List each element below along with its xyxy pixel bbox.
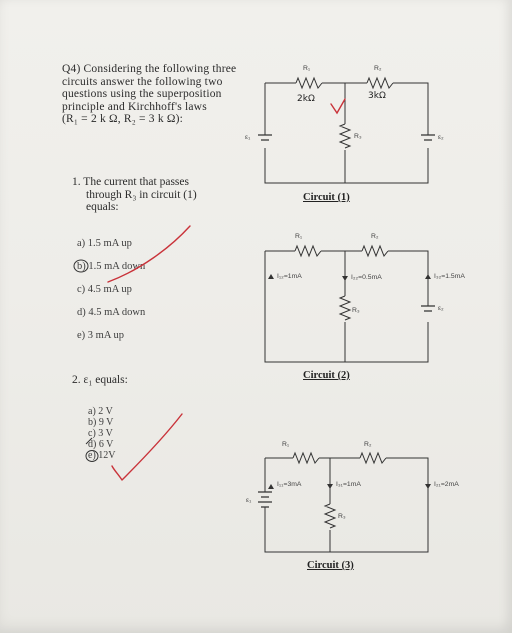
q1-option-c[interactable]: c) 4.5 mA up — [77, 284, 132, 295]
c2-r2-label: R₂ — [371, 233, 379, 240]
c1-r1-label: R₁ — [303, 65, 311, 72]
arrow-down-icon — [425, 484, 431, 489]
resistor-r3 — [338, 123, 352, 149]
battery-e1 — [258, 491, 272, 508]
c2-current-3: I₃₂=1.5mA — [434, 273, 465, 280]
circuit-3-title: Circuit (3) — [307, 560, 354, 571]
c1-e2-label: ε₂ — [438, 134, 444, 141]
battery-e2 — [421, 305, 435, 312]
c3-current-1: I₁₁=3mA — [277, 481, 302, 488]
q1-option-a[interactable]: a) 1.5 mA up — [77, 238, 132, 249]
question-1: 1. The current that passes through R₃ in… — [72, 176, 242, 214]
circuit-3-wires — [264, 457, 429, 553]
c2-r3-label: R₃ — [352, 307, 360, 314]
heading-line: (R₁ = 2 k Ω, R₂ = 3 k Ω): — [62, 113, 184, 125]
circled-option-e — [85, 450, 99, 462]
heading-line: circuits answer the following two — [62, 75, 223, 88]
c2-r1-label: R₁ — [295, 233, 303, 240]
answer-circles — [73, 259, 99, 462]
circuit-2-wires — [264, 250, 429, 363]
q1-line: 1. The current that passes — [72, 176, 189, 188]
circuit-3 — [258, 451, 429, 553]
c3-current-2: I₃₁=1mA — [336, 481, 361, 488]
c3-current-3: I₂₁=2mA — [434, 481, 459, 488]
c1-r2-label: R₂ — [374, 65, 382, 72]
c2-current-1: I₁₂=1mA — [277, 273, 302, 280]
resistor-r1 — [295, 76, 323, 90]
arrow-up-icon — [425, 274, 431, 279]
c3-r2-label: R₂ — [364, 441, 372, 448]
q2-option-a[interactable]: a) 2 V — [88, 406, 113, 417]
c1-note-r1: 2kΩ — [297, 94, 315, 104]
resistor-r3 — [323, 503, 337, 529]
circuit-1-title: Circuit (1) — [303, 192, 350, 203]
c2-e2-label: ε₂ — [438, 305, 444, 312]
resistor-r3 — [338, 295, 352, 321]
c3-r1-label: R₁ — [282, 441, 290, 448]
arrow-up-icon — [268, 484, 274, 489]
battery-e1 — [258, 134, 272, 141]
circuit-1 — [258, 76, 435, 184]
q1-line: through R₃ in circuit (1) — [86, 188, 197, 201]
arrow-up-icon — [268, 274, 274, 279]
q2-option-e[interactable]: e) 12V — [88, 450, 116, 461]
c3-e1-label: ε₁ — [246, 497, 252, 504]
question-heading: Q4) Considering the following three circ… — [62, 63, 237, 126]
circuit-2-title: Circuit (2) — [303, 370, 350, 381]
circled-option-b — [73, 259, 89, 273]
heading-line: questions using the superposition — [62, 88, 222, 100]
circuit-2 — [264, 244, 435, 363]
q2-option-b[interactable]: b) 9 V — [88, 417, 114, 428]
pen-stroke — [85, 437, 93, 445]
c2-current-2: I₂₂=0.5mA — [351, 274, 382, 281]
c1-r3-label: R₃ — [354, 133, 362, 140]
c1-e1-label: ε₁ — [245, 134, 251, 141]
battery-e2 — [421, 134, 435, 141]
q1-option-e[interactable]: e) 3 mA up — [77, 330, 124, 341]
arrow-down-icon — [342, 276, 348, 281]
question-2: 2. ε₁ equals: — [72, 374, 128, 386]
resistor-r1 — [292, 451, 320, 465]
check-mark-q2 — [111, 413, 183, 481]
resistor-r2 — [361, 244, 389, 258]
resistor-r2 — [359, 451, 387, 465]
tick-mark — [330, 98, 346, 115]
resistor-r2 — [366, 76, 394, 90]
q1-option-b[interactable]: b) 1.5 mA down — [77, 261, 146, 272]
circuit-1-wires — [264, 82, 429, 184]
q2-option-c[interactable]: c) 3 V — [88, 428, 113, 439]
check-mark-q1 — [107, 225, 191, 283]
q1-option-d[interactable]: d) 4.5 mA down — [77, 307, 146, 318]
pen-marks — [107, 98, 346, 481]
arrow-down-icon — [327, 484, 333, 489]
heading-line: principle and Kirchhoff's laws — [62, 100, 207, 113]
q2-option-d[interactable]: d) 6 V — [88, 439, 114, 450]
heading-line: Q4) Considering the following three — [62, 63, 237, 75]
q1-line: equals: — [86, 201, 119, 213]
resistor-r1 — [294, 244, 322, 258]
c3-r3-label: R₃ — [338, 513, 346, 520]
c1-note-r2: 3kΩ — [368, 91, 386, 101]
current-arrows — [268, 274, 431, 489]
